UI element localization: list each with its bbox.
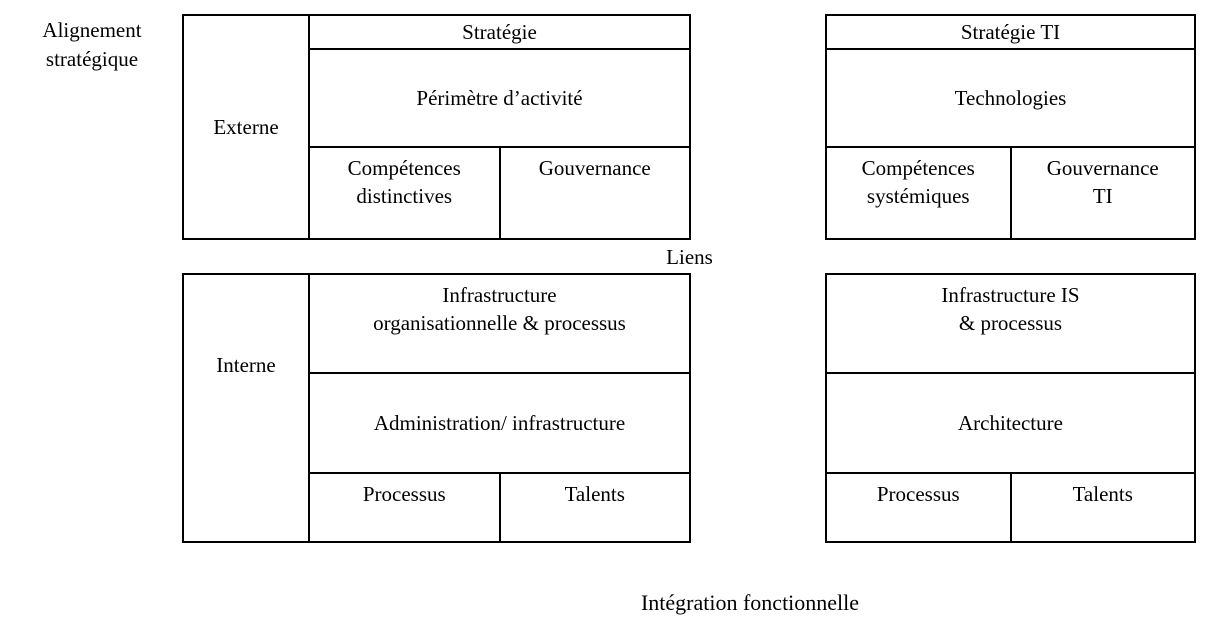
cell-processus-is: Processus: [827, 473, 1012, 541]
business-strategy-sub-row: Compétences distinctives Gouvernance: [310, 147, 689, 238]
business-strategy-main-row: Périmètre d’activité: [310, 50, 689, 148]
quadrant-organizational-infrastructure: Interne Infrastructure organisationnelle…: [182, 273, 691, 543]
cell-competences-systemiques: Compétences systémiques: [827, 147, 1012, 238]
cell-competences-distinctives: Compétences distinctives: [310, 147, 501, 238]
organizational-infrastructure-main-row: Infrastructure organisationnelle & proce…: [310, 275, 689, 375]
cell-infrastructure-is: Infrastructure IS & processus: [941, 283, 1080, 335]
cell-administration-infrastructure: Administration/ infrastructure: [373, 410, 626, 435]
row-label-internal: Interne: [184, 275, 310, 541]
cell-perimetre-activite: Périmètre d’activité: [416, 86, 583, 111]
business-strategy-header-row: Stratégie: [310, 16, 689, 51]
quadrant-it-strategy: Stratégie TI Technologies Compétences sy…: [825, 14, 1196, 240]
it-strategy-stack: Stratégie TI Technologies Compétences sy…: [827, 16, 1194, 238]
axis-label-liens: Liens: [666, 245, 713, 269]
it-strategy-sub-row: Compétences systémiques Gouvernance TI: [827, 147, 1194, 238]
axis-label-strategic-alignment: Alignement stratégique: [42, 18, 142, 71]
is-infrastructure-secondary-row: Architecture: [827, 374, 1194, 474]
row-label-external: Externe: [184, 16, 310, 238]
cell-strategie: Stratégie: [462, 20, 537, 45]
organizational-infrastructure-stack: Infrastructure organisationnelle & proce…: [310, 275, 689, 541]
axis-label-functional-integration: Intégration fonctionnelle: [640, 590, 860, 615]
cell-processus-organisationnel: Processus: [310, 473, 501, 541]
is-infrastructure-main-row: Infrastructure IS & processus: [827, 275, 1194, 375]
business-strategy-stack: Stratégie Périmètre d’activité Compétenc…: [310, 16, 689, 238]
it-strategy-header-row: Stratégie TI: [827, 16, 1194, 51]
it-strategy-main-row: Technologies: [827, 50, 1194, 148]
organizational-infrastructure-sub-row: Processus Talents: [310, 473, 689, 541]
is-infrastructure-sub-row: Processus Talents: [827, 473, 1194, 541]
organizational-infrastructure-secondary-row: Administration/ infrastructure: [310, 374, 689, 474]
cell-gouvernance: Gouvernance: [538, 155, 651, 180]
quadrant-business-strategy: Externe Stratégie Périmètre d’activité C…: [182, 14, 691, 240]
cell-technologies: Technologies: [954, 86, 1067, 111]
cell-architecture: Architecture: [958, 410, 1063, 435]
cell-talents-organisationnel: Talents: [564, 481, 625, 506]
cell-infrastructure-organisationnelle: Infrastructure organisationnelle & proce…: [373, 283, 626, 335]
is-infrastructure-stack: Infrastructure IS & processus Architectu…: [827, 275, 1194, 541]
cell-strategie-ti: Stratégie TI: [960, 20, 1061, 45]
cell-talents-is: Talents: [1072, 481, 1133, 506]
quadrant-is-infrastructure: Infrastructure IS & processus Architectu…: [825, 273, 1196, 543]
cell-gouvernance-ti: Gouvernance TI: [1046, 155, 1159, 208]
